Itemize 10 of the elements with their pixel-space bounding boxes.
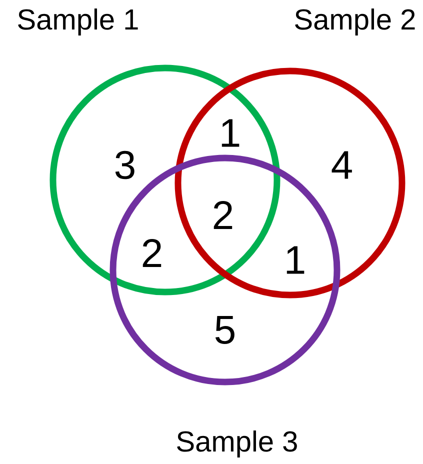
region-count: 4 xyxy=(332,151,352,179)
region-count: 1 xyxy=(286,246,304,274)
region-count: 2 xyxy=(214,201,232,229)
region-count: 1 xyxy=(222,119,240,147)
circle-label: Sample 1 xyxy=(18,8,138,36)
region-count: 3 xyxy=(115,150,134,180)
region-count: 2 xyxy=(142,239,162,267)
circle-label: Sample 2 xyxy=(295,8,415,36)
region-count: 5 xyxy=(215,316,234,344)
circle-label: Sample 3 xyxy=(177,430,297,458)
